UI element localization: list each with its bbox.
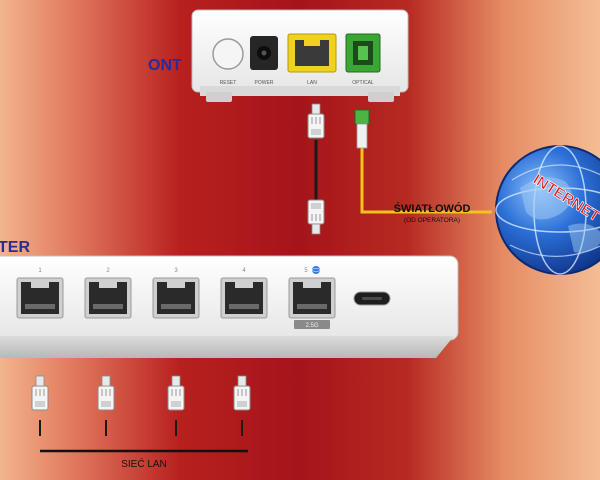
fiber-sub-label: (OD OPERATORA) [404,217,460,224]
router-port-1[interactable] [16,277,64,319]
ont-reset-label: RESET [220,80,237,86]
ont-lan-port[interactable] [287,33,337,73]
ont-optical-label: OPTICAL [352,80,374,86]
router-port-1-label: 1 [38,268,42,274]
ont-reset-button[interactable] [212,38,244,70]
router-device: 1 2 3 4 5 2.5G [0,255,459,358]
router-port-4-label: 4 [242,268,246,274]
ont-power-port[interactable] [250,36,278,70]
fiber-label: ŚWIATŁOWÓD [394,202,471,215]
router-label: TER [0,239,30,256]
router-port-5-badge: 2.5G [305,323,318,329]
ont-device: RESET POWER LAN OPTICAL [191,9,409,102]
router-port-5[interactable] [288,277,336,319]
router-port-3[interactable] [152,277,200,319]
ont-optical-port[interactable] [345,33,381,73]
router-port-4[interactable] [220,277,268,319]
lan-label: SIEĆ LAN [121,457,167,470]
router-port-3-label: 3 [174,268,178,274]
ont-label: ONT [148,57,182,74]
ont-lan-label: LAN [307,80,317,86]
globe-small-icon [311,266,321,274]
port-badge [294,320,330,329]
lan-cables [31,375,251,436]
fiber-cable [354,109,492,214]
fiber-connector-icon [354,109,370,149]
usb-c-port-icon[interactable] [353,291,391,306]
router-port-2[interactable] [84,277,132,319]
globe-icon [495,145,600,275]
router-port-2-label: 2 [106,268,110,274]
ethernet-cable [307,103,325,235]
ont-power-label: POWER [255,80,274,86]
router-port-5-label: 5 [304,268,308,274]
